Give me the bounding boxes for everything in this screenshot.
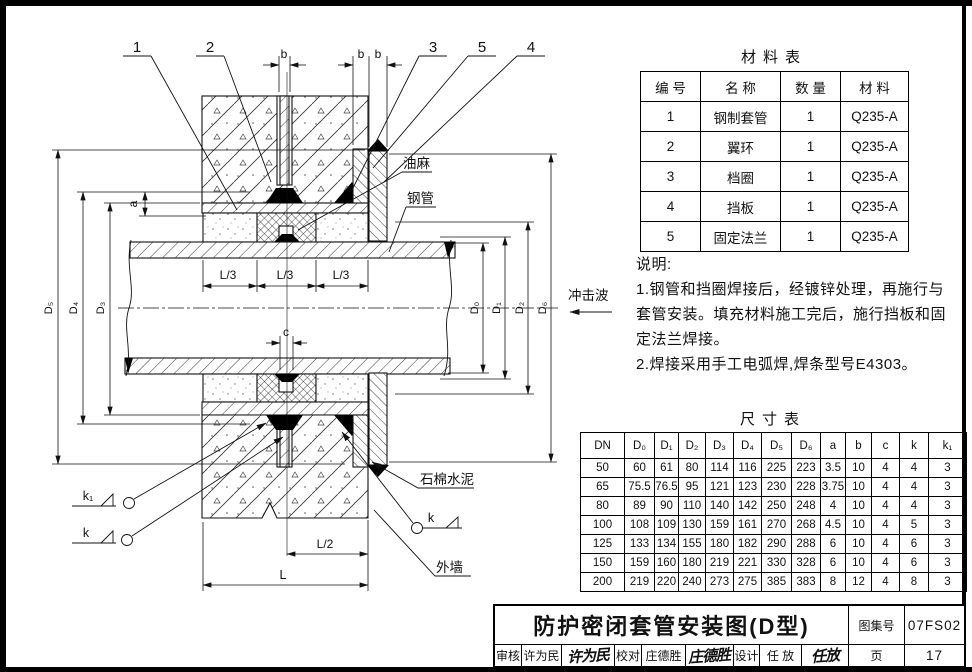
column-header: D₅	[761, 432, 792, 459]
column-header: 编 号	[640, 71, 701, 102]
notes-heading: 说明:	[636, 256, 672, 273]
design-label: 设计	[733, 645, 759, 666]
reviewer-name: 许为民	[521, 645, 561, 666]
label-steel-pipe: 钢管	[407, 191, 434, 206]
sheet-title: 防护密闭套管安装图(D型)	[533, 614, 810, 639]
dim-a: a	[126, 200, 140, 207]
weld-k-right-label: k	[428, 511, 435, 525]
material-table-header: 编 号名 称数 量材 料	[640, 71, 909, 102]
column-header: D₆	[791, 432, 821, 459]
dim-d3: D₃	[95, 302, 107, 314]
dim-l: L	[280, 568, 287, 582]
reviewer-signature: 许为民	[566, 646, 610, 666]
drawing-text: 1 2 3 5 4 b b b a c L/3 L/3 L/3 L/2 L D₅…	[43, 39, 609, 582]
atlas-number-value: 07FS02	[904, 606, 964, 644]
centerlines	[118, 72, 558, 556]
column-header: c	[871, 432, 900, 459]
dim-c: c	[283, 325, 289, 339]
column-header: D₁	[654, 432, 679, 459]
column-header: 数 量	[780, 71, 841, 102]
material-table-title: 材料表	[740, 49, 807, 66]
column-header: D₀	[624, 432, 655, 459]
page-number: 17	[904, 645, 964, 666]
callout-3: 3	[429, 39, 437, 56]
column-header: k₁	[928, 432, 967, 459]
label-asbestos-cement: 石棉水泥	[420, 472, 474, 487]
column-header: D₃	[705, 432, 734, 459]
callout-4: 4	[527, 39, 535, 56]
wall-and-casing-geometry	[124, 95, 456, 519]
dim-d0: D₀	[469, 302, 481, 315]
weld-k1-label: k₁	[83, 489, 93, 503]
page-label: 页	[848, 645, 904, 666]
callout-leaders	[123, 55, 545, 211]
dim-b-baffle: b	[358, 47, 365, 61]
title-block: 防护密闭套管安装图(D型) 图集号 07FS02 审核 许为民 许为民 校对 庄…	[493, 604, 966, 668]
column-header: k	[899, 432, 929, 459]
proofreader-name: 庄德胜	[641, 645, 685, 666]
notes-line: 1.钢管和挡圈焊接后，经镀锌处理，再施行与	[636, 281, 945, 298]
label-exterior-wall: 外墙	[436, 560, 463, 575]
review-label: 审核	[495, 649, 520, 663]
dim-d1: D₁	[491, 302, 503, 314]
callout-2: 2	[206, 39, 214, 56]
proofreader-signature: 庄德胜	[688, 646, 732, 666]
dim-l2: L/2	[317, 537, 334, 551]
proofread-label: 校对	[614, 645, 641, 666]
callout-5: 5	[478, 39, 486, 56]
weld-k-left-label: k	[83, 526, 90, 540]
dimension-table-title: 尺寸表	[739, 411, 806, 428]
notes-line: 定法兰焊接。	[636, 331, 730, 348]
column-header: D₄	[733, 432, 762, 459]
label-oakum: 油麻	[403, 156, 430, 171]
column-header: D₂	[678, 432, 706, 459]
dim-d2: D₂	[514, 302, 526, 314]
atlas-number-label: 图集号	[848, 606, 904, 644]
dim-l3-2: L/3	[277, 268, 294, 282]
dimension-lines	[52, 56, 557, 591]
notes-line: 2.焊接采用手工电弧焊,焊条型号E4303。	[636, 356, 918, 373]
dim-d5: D₅	[43, 302, 55, 314]
column-header: 材 料	[840, 71, 909, 102]
designer-signature: 任放	[810, 647, 840, 666]
notes-block: 说明: 1.钢管和挡圈焊接后，经镀锌处理，再施行与 套管安装。填充材料施工完后，…	[636, 252, 962, 377]
notes-line: 套管安装。填充材料施工完后，施行挡板和固	[636, 306, 947, 323]
column-header: 名 称	[700, 71, 781, 102]
column-header: b	[845, 432, 872, 459]
column-header: a	[820, 432, 846, 459]
annotation-leaders	[72, 171, 612, 577]
callout-1: 1	[133, 39, 141, 56]
label-shock-wave: 冲击波	[568, 288, 609, 303]
dim-b-flange: b	[375, 47, 382, 61]
dim-b-wing: b	[281, 47, 288, 61]
dim-d6: D₆	[537, 302, 549, 314]
dim-d4: D₄	[68, 301, 80, 314]
dim-l3-3: L/3	[333, 268, 350, 282]
designer-name: 任 放	[759, 645, 801, 666]
dim-l3-1: L/3	[220, 268, 237, 282]
column-header: DN	[580, 432, 625, 459]
